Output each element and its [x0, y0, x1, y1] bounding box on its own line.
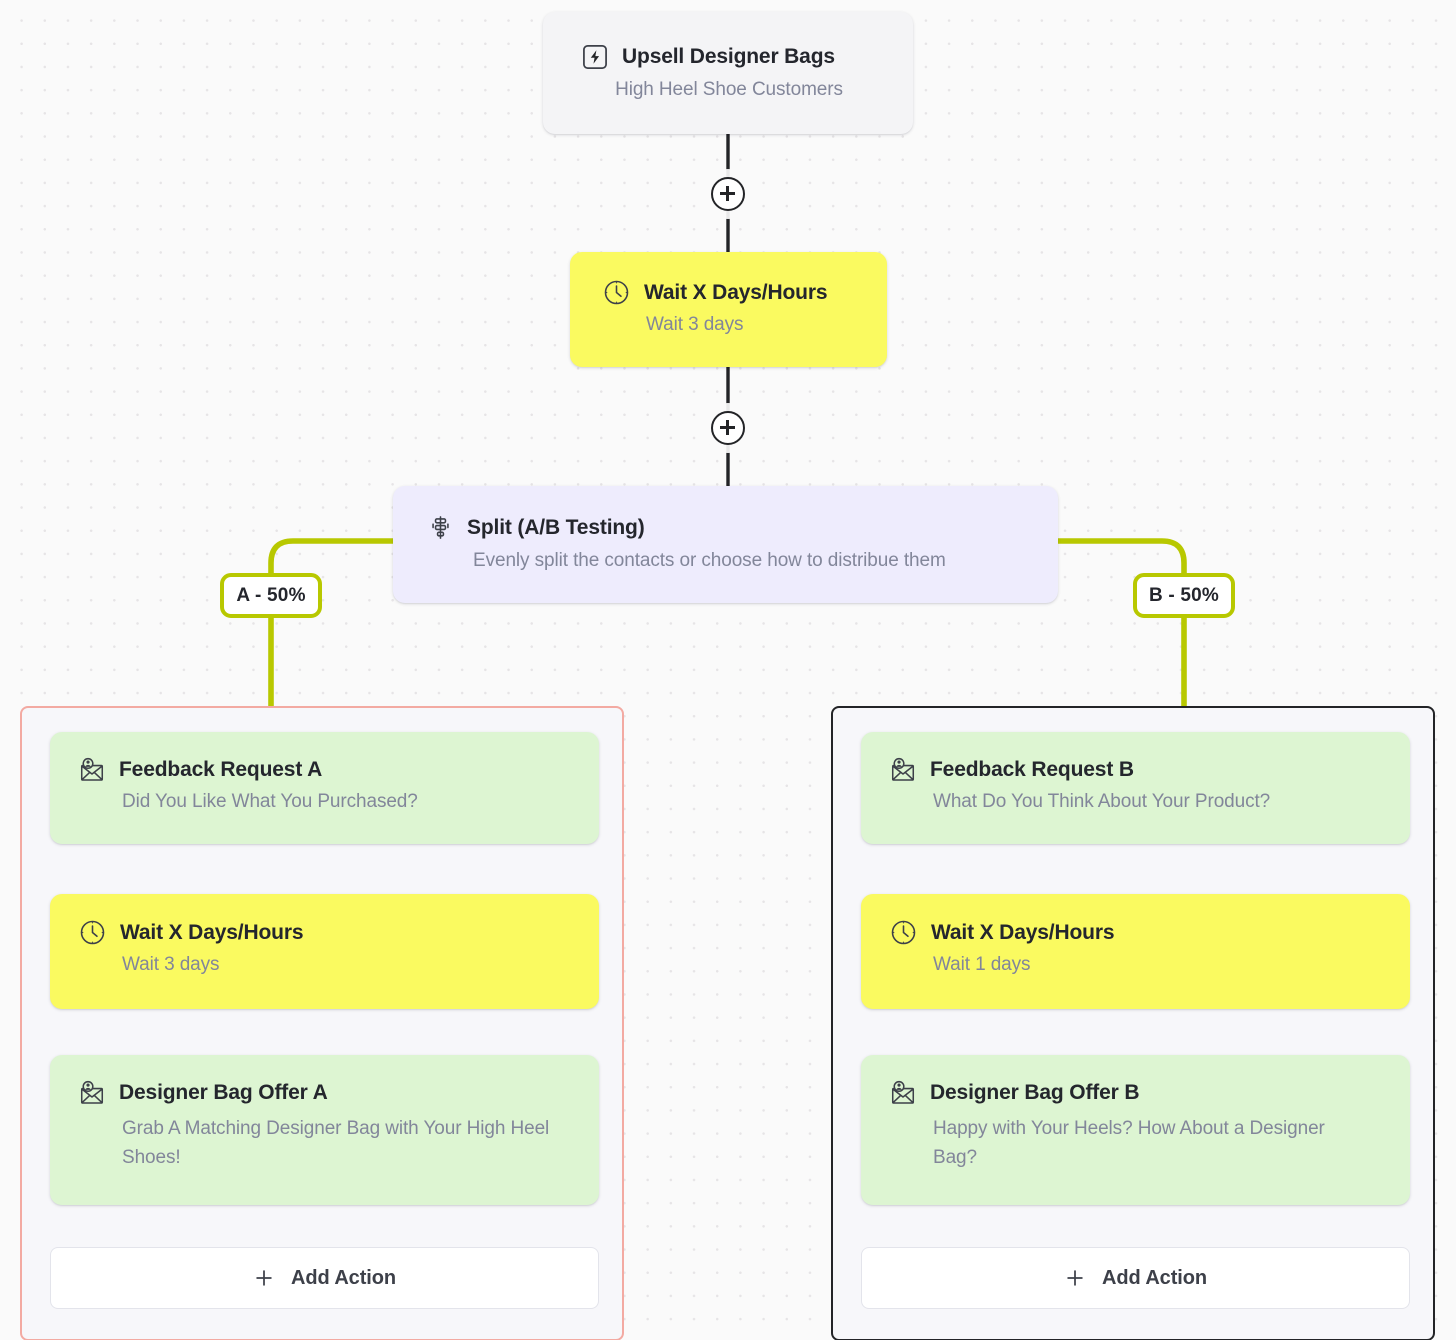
clock-icon — [80, 920, 105, 945]
branch-badge-b[interactable]: B - 50% — [1133, 573, 1235, 618]
wait-top-header: Wait X Days/Hours — [602, 278, 887, 307]
wire-split-to-branch-a — [268, 538, 393, 706]
email-b-2-subtitle: Happy with Your Heels? How About a Desig… — [933, 1118, 1325, 1169]
trigger-header: Upsell Designer Bags — [581, 43, 913, 71]
branch-container-a[interactable]: Feedback Request A Did You Like What You… — [20, 706, 624, 1340]
plus-icon — [256, 1270, 272, 1286]
wait-a-subtitle: Wait 3 days — [122, 954, 220, 975]
wait-node-b[interactable]: Wait X Days/Hours Wait 1 days — [861, 894, 1410, 1009]
wait-node-a[interactable]: Wait X Days/Hours Wait 3 days — [50, 894, 599, 1009]
split-branch-icon — [432, 516, 449, 539]
email-b-1-title: Feedback Request B — [930, 758, 1134, 781]
plus-circle-icon-add-step-1[interactable] — [711, 177, 745, 211]
email-node-b-2[interactable]: Designer Bag Offer B Happy with Your Hee… — [861, 1055, 1410, 1205]
email-node-a-1[interactable]: Feedback Request A Did You Like What You… — [50, 732, 599, 844]
split-title: Split (A/B Testing) — [467, 515, 645, 539]
clock-icon — [891, 920, 916, 945]
wait-a-header: Wait X Days/Hours — [78, 918, 599, 947]
lightning-bolt-icon — [583, 45, 607, 69]
plus-circle-icon-add-step-2[interactable] — [711, 411, 745, 445]
email-open-person-icon — [80, 1080, 104, 1104]
wire-split-to-branch-b — [1058, 538, 1187, 706]
wait-top-subtitle: Wait 3 days — [646, 314, 744, 335]
wait-b-header: Wait X Days/Hours — [889, 918, 1410, 947]
email-node-a-2[interactable]: Designer Bag Offer A Grab A Matching Des… — [50, 1055, 599, 1205]
clock-icon — [604, 280, 629, 305]
trigger-title: Upsell Designer Bags — [622, 45, 835, 68]
wait-b-subtitle: Wait 1 days — [933, 954, 1031, 975]
branch-badge-a[interactable]: A - 50% — [220, 573, 322, 618]
email-open-person-icon — [891, 757, 915, 781]
email-a-2-title: Designer Bag Offer A — [119, 1081, 328, 1104]
add-action-label-b: Add Action — [1102, 1266, 1207, 1289]
trigger-subtitle: High Heel Shoe Customers — [615, 79, 843, 100]
add-action-label-a: Add Action — [291, 1266, 396, 1289]
plus-icon — [1067, 1270, 1083, 1286]
add-action-button-b[interactable]: Add Action — [861, 1247, 1410, 1309]
email-a-2-subtitle: Grab A Matching Designer Bag with Your H… — [122, 1118, 550, 1169]
email-b-2-header: Designer Bag Offer B — [889, 1079, 1410, 1107]
email-a-1-header: Feedback Request A — [78, 756, 599, 784]
split-subtitle: Evenly split the contacts or choose how … — [473, 550, 946, 571]
email-a-1-subtitle: Did You Like What You Purchased? — [122, 791, 418, 812]
email-b-1-subtitle: What Do You Think About Your Product? — [933, 791, 1271, 812]
trigger-node[interactable]: Upsell Designer Bags High Heel Shoe Cust… — [543, 12, 913, 134]
email-open-person-icon — [891, 1080, 915, 1104]
split-header: Split (A/B Testing) — [427, 514, 1058, 541]
email-a-2-header: Designer Bag Offer A — [78, 1079, 599, 1107]
wait-node-top[interactable]: Wait X Days/Hours Wait 3 days — [570, 252, 887, 367]
add-action-button-a[interactable]: Add Action — [50, 1247, 599, 1309]
wait-a-title: Wait X Days/Hours — [120, 920, 304, 944]
email-b-2-title: Designer Bag Offer B — [930, 1081, 1140, 1104]
wait-b-title: Wait X Days/Hours — [931, 920, 1115, 944]
split-node[interactable]: Split (A/B Testing) Evenly split the con… — [393, 486, 1058, 603]
email-node-b-1[interactable]: Feedback Request B What Do You Think Abo… — [861, 732, 1410, 844]
branch-container-b[interactable]: Feedback Request B What Do You Think Abo… — [831, 706, 1435, 1340]
wait-top-title: Wait X Days/Hours — [644, 280, 828, 304]
email-open-person-icon — [80, 757, 104, 781]
email-a-1-title: Feedback Request A — [119, 758, 323, 781]
email-b-1-header: Feedback Request B — [889, 756, 1410, 784]
